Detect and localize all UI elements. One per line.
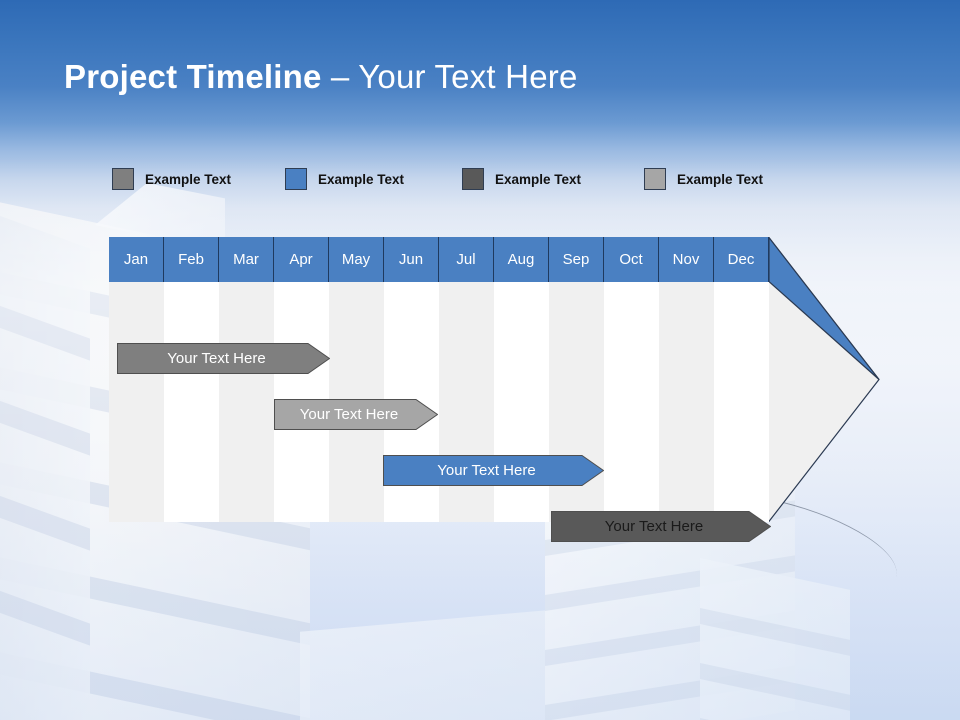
legend-swatch-icon — [644, 168, 666, 190]
month-header-dec[interactable]: Dec — [714, 237, 769, 282]
legend-item-3[interactable]: Example Text — [462, 168, 581, 190]
legend-swatch-icon — [285, 168, 307, 190]
timeline-bar-2[interactable]: Your Text Here — [274, 399, 438, 430]
month-header-may[interactable]: May — [329, 237, 384, 282]
bar-label: Your Text Here — [437, 462, 536, 479]
timeline-column-dec — [714, 282, 769, 522]
timeline-column-feb — [164, 282, 219, 522]
legend-item-4[interactable]: Example Text — [644, 168, 763, 190]
month-header-jul[interactable]: Jul — [439, 237, 494, 282]
legend-label: Example Text — [145, 171, 232, 187]
page-title-separator: – — [321, 58, 359, 95]
page-title-bold: Project Timeline — [64, 58, 322, 95]
month-header-mar[interactable]: Mar — [219, 237, 274, 282]
bar-arrow-shape — [274, 399, 438, 430]
bar-label: Your Text Here — [167, 350, 266, 367]
bar-arrow-shape — [383, 455, 604, 486]
month-header-jun[interactable]: Jun — [384, 237, 439, 282]
bar-arrow-shape — [551, 511, 771, 542]
legend-item-2[interactable]: Example Text — [285, 168, 404, 190]
legend-swatch-icon — [462, 168, 484, 190]
legend-label: Example Text — [318, 171, 405, 187]
month-header-jan[interactable]: Jan — [109, 237, 164, 282]
month-header-oct[interactable]: Oct — [604, 237, 659, 282]
month-header-nov[interactable]: Nov — [659, 237, 714, 282]
bar-label: Your Text Here — [299, 406, 399, 423]
timeline-column-jan — [109, 282, 164, 522]
timeline-column-oct — [604, 282, 659, 522]
legend-swatch-icon — [112, 168, 134, 190]
page-title: Project Timeline – Your Text Here — [64, 58, 578, 96]
timeline-column-mar — [219, 282, 274, 522]
arrow-head-blue-cap — [768, 237, 880, 380]
legend: Example Text Example Text Example Text E… — [112, 168, 832, 196]
bar-arrow-shape — [117, 343, 330, 374]
month-header-sep[interactable]: Sep — [549, 237, 604, 282]
month-header-apr[interactable]: Apr — [274, 237, 329, 282]
month-header-feb[interactable]: Feb — [164, 237, 219, 282]
timeline-bar-1[interactable]: Your Text Here — [117, 343, 330, 374]
legend-item-1[interactable]: Example Text — [112, 168, 231, 190]
page-title-light: Your Text Here — [358, 58, 578, 95]
legend-label: Example Text — [677, 171, 764, 187]
legend-label: Example Text — [495, 171, 582, 187]
bar-label: Your Text Here — [604, 518, 704, 535]
timeline-bar-3[interactable]: Your Text Here — [383, 455, 604, 486]
timeline-column-nov — [659, 282, 714, 522]
timeline-bar-4[interactable]: Your Text Here — [551, 511, 771, 542]
month-header-aug[interactable]: Aug — [494, 237, 549, 282]
